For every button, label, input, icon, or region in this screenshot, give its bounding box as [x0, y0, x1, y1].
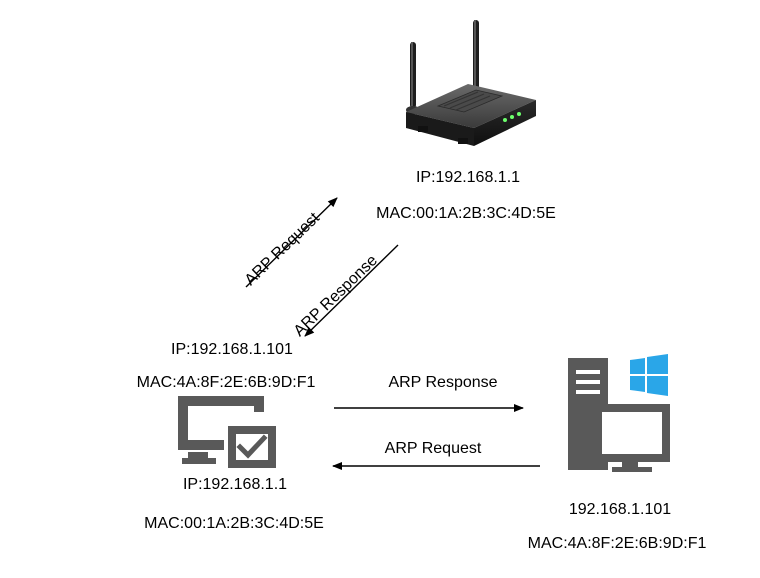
- router-ip-label: IP:192.168.1.1: [415, 169, 521, 186]
- router-icon: [406, 20, 536, 146]
- arrow-label-arp-response-horizontal: ARP Response: [388, 374, 498, 391]
- arrow-label-arp-request-horizontal: ARP Request: [384, 440, 482, 457]
- server-ip-label: 192.168.1.101: [568, 501, 672, 518]
- spoofed-ip-label: IP:192.168.1.1: [182, 476, 288, 493]
- arrow-arp-request-diagonal: [245, 197, 338, 288]
- victim-ip-label: IP:192.168.1.101: [171, 341, 293, 358]
- spoofed-mac-label: MAC:00:1A:2B:3C:4D:5E: [144, 515, 324, 532]
- server-mac-label: MAC:4A:8F:2E:6B:9D:F1: [527, 535, 707, 552]
- monitor-check-icon: [178, 396, 276, 468]
- windows-pc-icon: [568, 354, 670, 472]
- arrow-arp-response-diagonal: [304, 244, 399, 337]
- router-mac-label: MAC:00:1A:2B:3C:4D:5E: [376, 205, 556, 222]
- victim-mac-label: MAC:4A:8F:2E:6B:9D:F1: [136, 374, 316, 391]
